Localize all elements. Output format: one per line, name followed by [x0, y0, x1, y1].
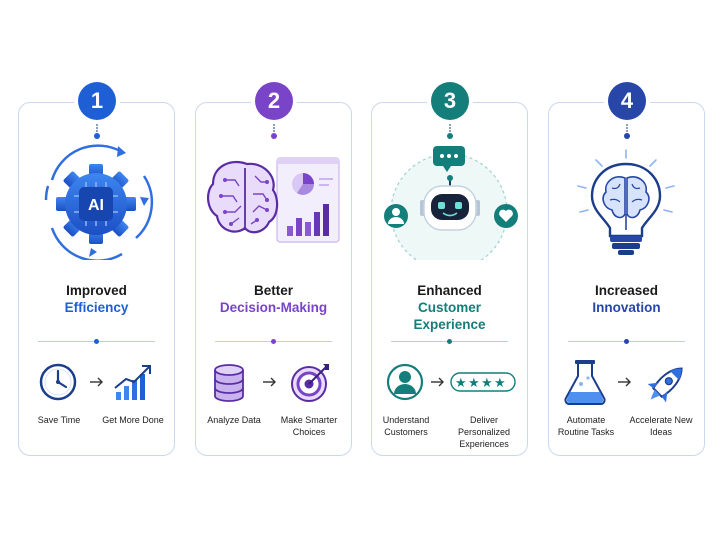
benefit-label-right: Get More Done	[102, 415, 164, 425]
card-title: Better Decision-Making	[195, 282, 352, 316]
divider	[391, 339, 508, 344]
svg-text:★: ★	[455, 376, 467, 391]
connector-line	[96, 124, 100, 132]
divider	[215, 339, 332, 344]
connector-dot	[271, 133, 277, 139]
connector-line	[449, 124, 453, 132]
benefit-label-left: Save Time	[37, 415, 81, 425]
title-line-2: Customer	[417, 300, 481, 315]
user-icon	[386, 363, 424, 401]
title-line-1: Increased	[594, 283, 659, 298]
svg-text:AI: AI	[88, 197, 104, 214]
rocket-icon	[647, 367, 683, 403]
title-line-1: Improved	[66, 283, 127, 298]
chatbot-icon	[371, 140, 528, 271]
connector-dot	[624, 133, 630, 139]
title-line-2: Efficiency	[64, 300, 129, 315]
card-title: Improved Efficiency	[18, 282, 175, 316]
title-line-1: Better	[253, 283, 293, 298]
title-line-3: Experience	[413, 317, 486, 332]
svg-text:★: ★	[494, 376, 506, 391]
card-improved-efficiency	[18, 102, 175, 456]
benefit-label-right: Make Smarter Choices	[280, 415, 338, 437]
benefit-label-right: Accelerate New Ideas	[629, 415, 693, 437]
ai-gear-icon: AI	[18, 140, 175, 262]
title-line-2: Innovation	[592, 300, 661, 315]
rating-stars-icon: ★★★★	[450, 372, 516, 392]
step-badge-4: 4	[608, 82, 646, 120]
title-line-2: Decision-Making	[219, 300, 328, 315]
flask-icon	[564, 360, 606, 406]
arrow-right-icon	[263, 377, 276, 387]
brain-dashboard-icon	[195, 140, 352, 250]
svg-text:★: ★	[481, 376, 493, 391]
step-badge-1: 1	[78, 82, 116, 120]
connector-line	[273, 124, 277, 132]
step-badge-3: 3	[431, 82, 469, 120]
target-icon	[291, 364, 329, 402]
divider	[38, 339, 155, 344]
benefit-label-right: Deliver Personalized Experiences	[457, 415, 511, 449]
arrow-right-icon	[90, 377, 103, 387]
card-title: Increased Innovation	[548, 282, 705, 316]
connector-dot	[447, 133, 453, 139]
step-badge-2: 2	[255, 82, 293, 120]
clock-icon	[39, 363, 77, 401]
card-title: Enhanced Customer Experience	[371, 282, 528, 333]
arrow-right-icon	[431, 377, 444, 387]
benefit-row	[548, 358, 705, 408]
svg-text:★: ★	[468, 376, 480, 391]
benefit-label-left: Understand Customers	[382, 415, 430, 437]
connector-dot	[94, 133, 100, 139]
benefit-row: ★★★★	[371, 358, 528, 408]
growth-chart-icon	[114, 365, 151, 400]
connector-line	[626, 124, 630, 132]
arrow-right-icon	[618, 377, 631, 387]
divider	[568, 339, 685, 344]
database-icon	[214, 364, 244, 402]
title-line-1: Enhanced	[417, 283, 482, 298]
benefit-label-left: Automate Routine Tasks	[557, 415, 615, 437]
benefit-row	[18, 358, 175, 408]
benefit-label-left: Analyze Data	[207, 415, 261, 425]
benefit-row	[195, 358, 352, 408]
lightbulb-brain-icon	[548, 140, 705, 255]
